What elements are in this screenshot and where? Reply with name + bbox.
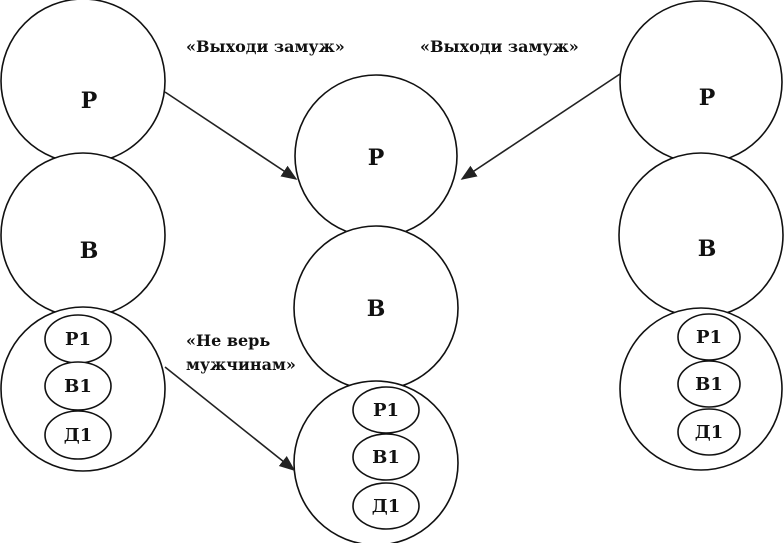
arrow-left-parent-to-center-parent: [164, 91, 298, 180]
message-right-top: «Выходи замуж»: [420, 37, 579, 56]
center-adult-label: В: [367, 296, 386, 322]
center-child-child-label: Д1: [372, 496, 401, 517]
center-child-parent-label: Р1: [373, 400, 399, 421]
right-child-parent-label: Р1: [696, 327, 722, 348]
message-left-top: «Выходи замуж»: [186, 37, 345, 56]
center-child-adult-ellipse: [352, 433, 420, 481]
left-child-parent-label: Р1: [65, 329, 91, 350]
right-parent-circle: [619, 0, 783, 164]
arrow-right-parent-to-center-parent: [460, 73, 621, 180]
message-left-bottom-line1: «Не верь: [186, 331, 270, 350]
center-person: Р В Р1 В1 Д1: [293, 74, 459, 543]
left-parent-label: Р: [81, 88, 98, 114]
left-parent-circle: [0, 0, 166, 164]
center-child-child-ellipse: [352, 482, 420, 530]
right-parent-label: Р: [699, 85, 716, 111]
right-child-adult-ellipse: [677, 360, 741, 408]
center-child-adult-label: В1: [372, 447, 400, 468]
right-adult-label: В: [698, 236, 717, 262]
message-left-bottom-line2: мужчинам»: [186, 355, 296, 374]
left-child-child-label: Д1: [64, 425, 93, 446]
center-parent-label: Р: [368, 145, 385, 171]
left-person: Р В Р1 В1 Д1: [0, 0, 166, 472]
left-adult-circle: [0, 152, 166, 318]
center-child-parent-ellipse: [352, 386, 420, 434]
arrow-left-child-to-center-child: [164, 366, 296, 471]
right-child-child-ellipse: [677, 408, 741, 456]
right-person: Р В Р1 В1 Д1: [618, 0, 784, 471]
right-adult-circle: [618, 152, 784, 318]
left-adult-label: В: [80, 238, 99, 264]
left-child-adult-ellipse: [44, 361, 112, 411]
right-child-adult-label: В1: [695, 374, 723, 395]
left-child-adult-label: В1: [64, 376, 92, 397]
right-child-parent-ellipse: [677, 313, 741, 361]
right-child-child-label: Д1: [695, 422, 724, 443]
left-child-child-ellipse: [44, 410, 112, 460]
